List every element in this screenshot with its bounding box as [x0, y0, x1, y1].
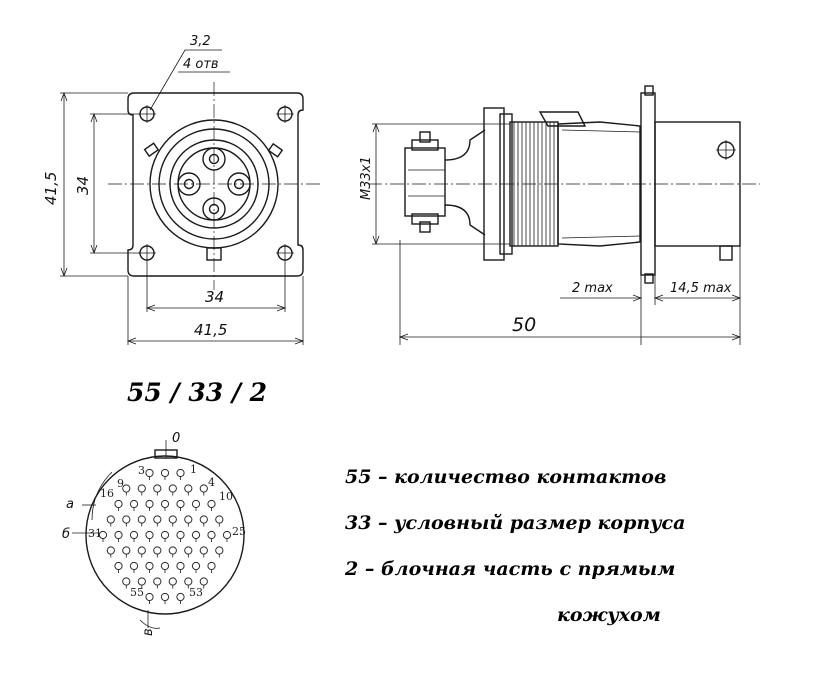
flange-outline: [127, 92, 304, 277]
pin-number: 25: [232, 525, 246, 538]
pin-contact: [137, 577, 146, 586]
pin-contact: [176, 561, 185, 571]
pin-number: 9: [117, 477, 124, 490]
pin-contact: [184, 484, 193, 493]
mark-b: б: [62, 527, 70, 542]
dim-tail-length: 14,5 max: [670, 281, 732, 296]
mark-v: в: [141, 628, 156, 636]
pin-contact: [106, 515, 115, 524]
pin-contact: [168, 546, 177, 555]
pin-number: 53: [189, 586, 203, 599]
pin-grid: [98, 468, 232, 604]
pin-contact: [145, 592, 154, 602]
pin-contact: [184, 577, 193, 586]
sleeve: [557, 121, 641, 247]
bayonet-pin: [143, 142, 160, 158]
pin-number: 4: [208, 476, 215, 489]
side-view: M33x1 2 max 14,5 max 50: [359, 85, 760, 345]
pin-contact: [176, 530, 185, 540]
pin-contact: [184, 546, 193, 555]
pin-contact: [122, 546, 131, 555]
pin-contact: [199, 546, 208, 555]
pin-contact: [122, 577, 131, 586]
pin-contact: [168, 577, 177, 586]
pin-contact: [176, 592, 185, 602]
pin-number: 3: [138, 464, 145, 477]
pin-number: 31: [88, 527, 102, 540]
pin-contact: [191, 499, 201, 509]
legend-line-type-cont: кожухом: [557, 604, 661, 626]
pin-contact: [160, 592, 170, 602]
pin-layout-outline: [85, 455, 245, 615]
pin-contact: [191, 561, 201, 571]
pin-contact: [199, 515, 208, 524]
pin-contact: [176, 499, 185, 509]
dim-hole-diameter: 3,2: [190, 34, 211, 49]
pin-contact: [145, 499, 154, 509]
pin-contact: [215, 546, 224, 555]
pin-contact: [199, 484, 208, 493]
mark-key: 0: [172, 431, 180, 446]
dim-width-outer: 41,5: [194, 321, 227, 339]
pin-contact: [207, 530, 216, 540]
pin-contact: [137, 484, 146, 493]
pin-contact: [106, 546, 115, 555]
pin-contact: [114, 499, 123, 509]
pin-number: 1: [190, 463, 197, 476]
pin-contact: [129, 561, 139, 571]
pin-contact: [207, 499, 216, 509]
pin-contact: [153, 546, 162, 555]
dim-height-outer: 41,5: [42, 172, 60, 205]
designation-code: 55 / 33 / 2: [127, 378, 268, 407]
dim-thread: M33x1: [359, 156, 374, 200]
pin-contact: [153, 577, 162, 586]
mark-a: a: [66, 497, 74, 512]
pin-contact: [114, 561, 123, 571]
pin-contact: [168, 515, 177, 524]
pin-contact: [184, 515, 193, 524]
pin-contact: [191, 530, 201, 540]
pin-contact: [145, 530, 154, 540]
pin-contact: [114, 530, 123, 540]
pin-contact: [207, 561, 216, 571]
pin-number: 16: [100, 487, 114, 500]
pin-contact: [160, 468, 170, 478]
pin-contact: [160, 561, 170, 571]
pin-contact: [137, 546, 146, 555]
dim-height-inner: 34: [74, 176, 92, 195]
pin-contact: [145, 468, 154, 478]
bayonet-pin: [267, 142, 284, 158]
pin-contact: [153, 515, 162, 524]
pin-contact: [137, 515, 146, 524]
pin-number: 10: [219, 490, 233, 503]
pin-number: 55: [130, 586, 144, 599]
pin-layout: 0 a б в 1 3 4 9 10 16 25 31 53 55: [62, 431, 246, 636]
pin-contact: [160, 499, 170, 509]
pin-contact: [129, 530, 139, 540]
legend-line-contacts: 55 – количество контактов: [345, 466, 667, 488]
dim-total-length: 50: [512, 314, 536, 336]
front-view: 3,2 4 отв 41,5 34 34 41,5: [42, 34, 320, 345]
pin-contact: [199, 577, 208, 586]
clamp-block: [404, 147, 446, 217]
pin-contact: [168, 484, 177, 493]
pin-contact: [129, 499, 139, 509]
legend-line-size: 33 – условный размер корпуса: [345, 512, 686, 534]
legend-line-type: 2 – блочная часть с прямым: [345, 558, 676, 580]
dim-width-inner: 34: [205, 288, 224, 306]
dim-flange-thickness: 2 max: [572, 281, 613, 296]
pin-contact: [153, 484, 162, 493]
pin-contact: [222, 530, 232, 540]
pin-contact: [215, 515, 224, 524]
pin-contact: [176, 468, 185, 478]
dim-hole-count: 4 отв: [183, 57, 219, 72]
pin-contact: [145, 561, 154, 571]
pin-contact: [160, 530, 170, 540]
pin-contact: [122, 515, 131, 524]
